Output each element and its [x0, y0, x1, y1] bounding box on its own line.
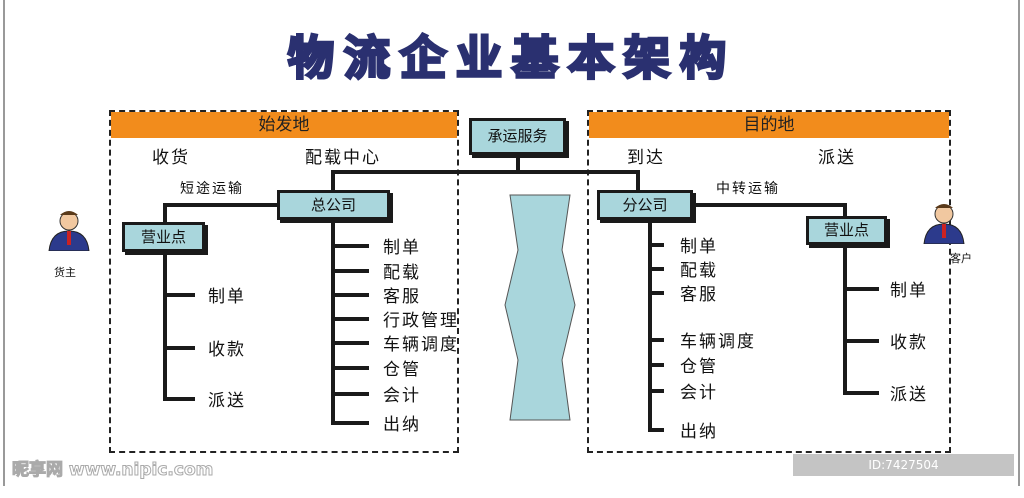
connector	[163, 203, 167, 223]
destination-header: 目的地	[589, 112, 949, 138]
function-item: 行政管理	[383, 311, 459, 331]
tree-branch	[648, 428, 664, 432]
tree-branch	[331, 392, 369, 396]
carrier-service-box: 承运服务	[469, 118, 566, 155]
function-item: 会计	[383, 386, 421, 406]
function-item: 收款	[890, 333, 928, 353]
tree-branch	[331, 341, 369, 345]
tree-branch	[163, 397, 195, 401]
arrive-label: 到达	[627, 148, 665, 168]
tree-trunk	[648, 220, 652, 431]
page-title: 物流企业基本架构	[287, 30, 736, 87]
connector	[636, 170, 640, 192]
function-item: 出纳	[383, 415, 421, 435]
function-item: 收款	[208, 340, 246, 360]
function-item: 会计	[680, 383, 718, 403]
function-item: 制单	[383, 238, 421, 258]
watermark-id: ID:7427504 NO:20110522160540395178	[793, 454, 1014, 494]
function-item: 配载	[383, 263, 421, 283]
tree-branch	[331, 366, 369, 370]
tree-branch	[648, 363, 664, 367]
tree-branch	[163, 293, 195, 297]
connector	[331, 170, 335, 192]
hourglass-shape	[504, 194, 576, 421]
function-item: 制单	[890, 281, 928, 301]
connector	[843, 203, 847, 218]
connector	[692, 203, 847, 207]
function-item: 制单	[680, 237, 718, 257]
tree-branch	[648, 338, 664, 342]
tree-trunk	[163, 252, 167, 400]
connector	[331, 170, 640, 174]
tree-branch	[648, 243, 664, 247]
transfer-transport-label: 中转运输	[716, 181, 780, 197]
shipper-person-icon	[48, 211, 90, 251]
headquarters-box: 总公司	[277, 190, 390, 220]
watermark-site: 昵享网 www.nipic.com	[11, 460, 214, 481]
function-item: 车辆调度	[680, 332, 756, 352]
tree-trunk	[331, 220, 335, 424]
tree-branch	[331, 293, 369, 297]
origin-region	[109, 110, 459, 453]
customer-person-icon	[923, 204, 965, 244]
deliver-label: 派送	[818, 148, 856, 168]
distribution-center-label: 配载中心	[305, 148, 381, 168]
origin-header: 始发地	[111, 112, 457, 138]
receive-label: 收货	[152, 148, 190, 168]
tree-trunk	[843, 245, 847, 394]
origin-outlet-box: 营业点	[122, 222, 205, 252]
right-border	[1018, 0, 1020, 486]
function-item: 仓管	[680, 357, 718, 377]
function-item: 制单	[208, 287, 246, 307]
function-item: 客服	[680, 285, 718, 305]
connector	[516, 155, 520, 172]
function-item: 派送	[208, 391, 246, 411]
branch-box: 分公司	[597, 190, 693, 220]
tree-branch	[331, 269, 369, 273]
function-item: 出纳	[680, 422, 718, 442]
destination-outlet-box: 营业点	[806, 216, 887, 245]
tree-branch	[163, 346, 195, 350]
left-border	[3, 0, 5, 486]
tree-branch	[843, 287, 879, 291]
short-transport-label: 短途运输	[180, 181, 244, 197]
destination-region	[587, 110, 951, 453]
tree-branch	[331, 421, 369, 425]
function-item: 车辆调度	[383, 335, 459, 355]
shipper-label: 货主	[54, 266, 76, 279]
tree-branch	[331, 317, 369, 321]
connector	[163, 203, 279, 207]
tree-branch	[648, 291, 664, 295]
function-item: 派送	[890, 385, 928, 405]
customer-label: 客户	[950, 252, 972, 265]
tree-branch	[648, 267, 664, 271]
function-item: 仓管	[383, 360, 421, 380]
tree-branch	[331, 244, 369, 248]
function-item: 客服	[383, 287, 421, 307]
tree-branch	[648, 389, 664, 393]
tree-branch	[843, 339, 879, 343]
function-item: 配载	[680, 261, 718, 281]
tree-branch	[843, 391, 879, 395]
